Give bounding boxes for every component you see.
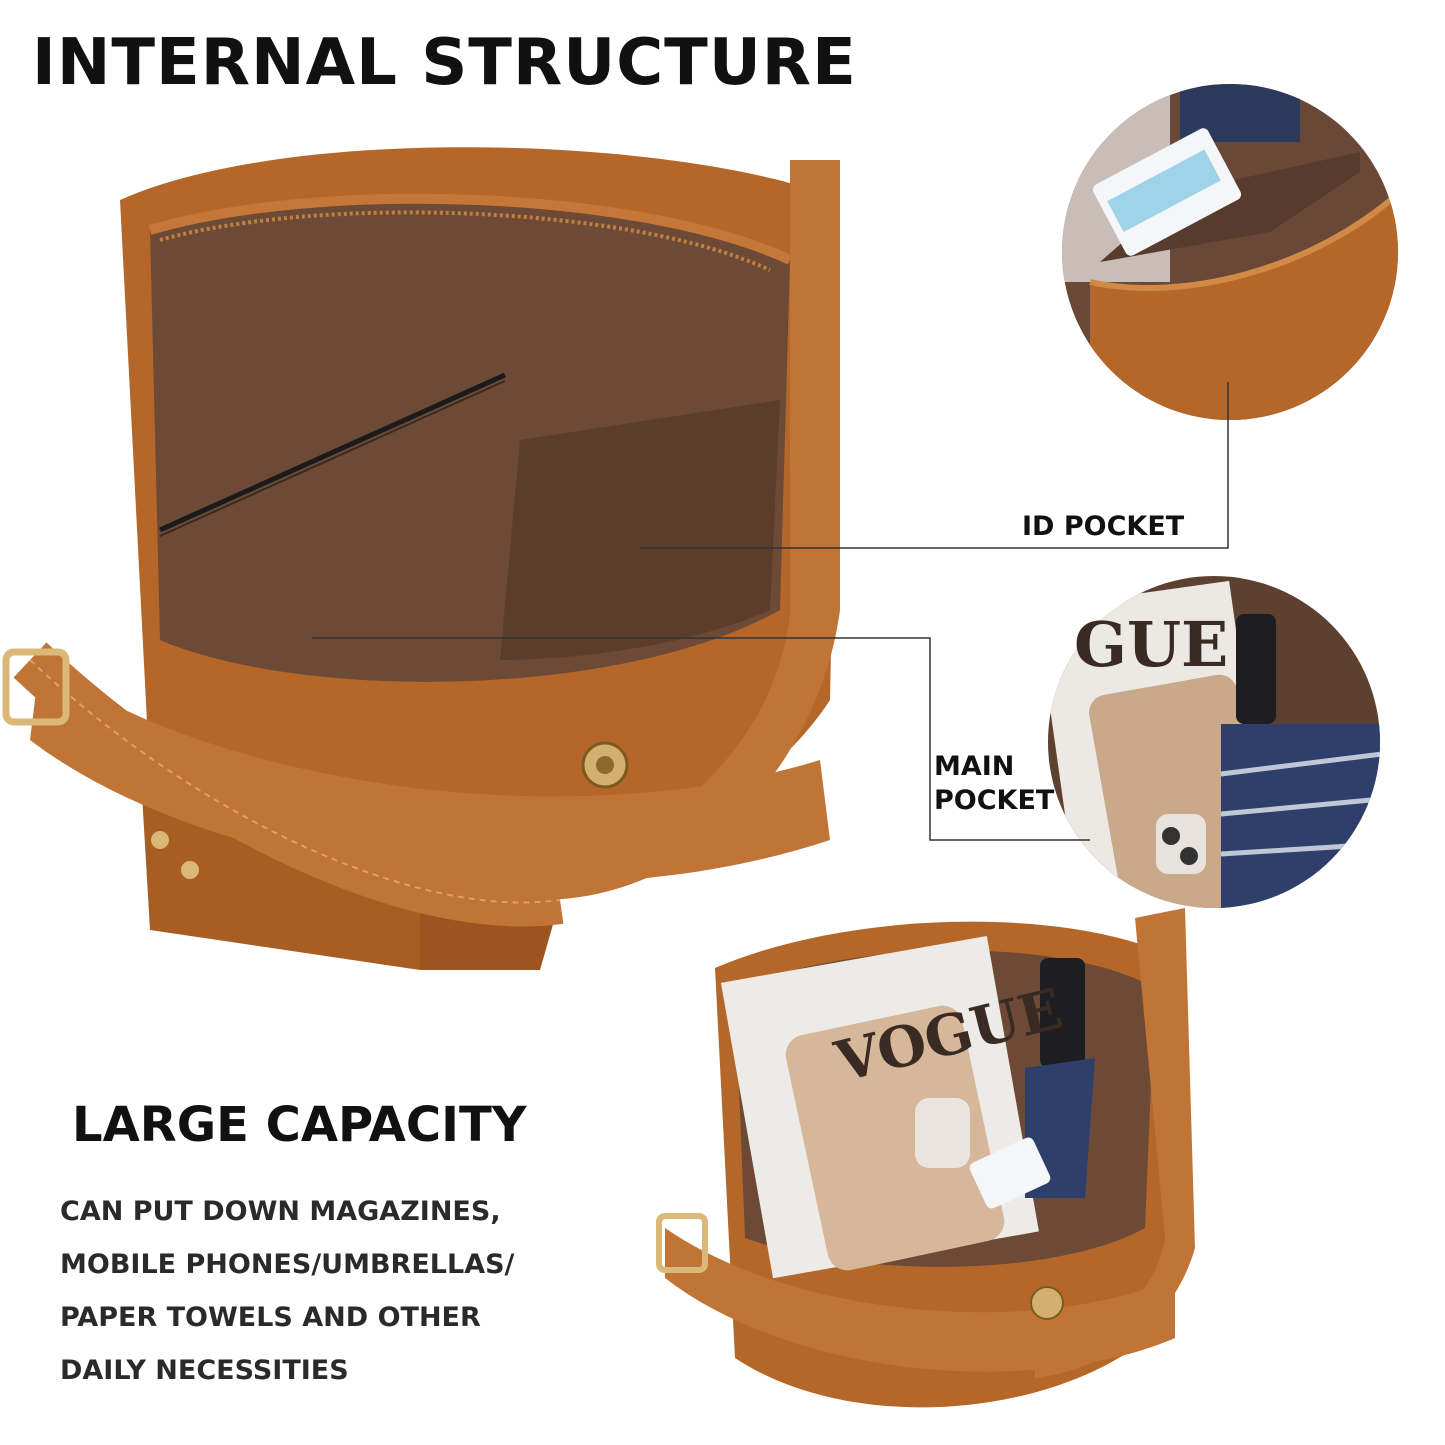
main-pocket-label: MAIN POCKET <box>934 750 1054 818</box>
main-pocket-label-line-1: MAIN <box>934 751 1015 782</box>
main-pocket-zoom-photo: GUE <box>1048 576 1380 908</box>
filled-bag-photo: VOGUE <box>656 908 1195 1408</box>
capacity-heading: LARGE CAPACITY <box>72 1097 527 1153</box>
magazine-cover-text: GUE <box>1074 608 1228 681</box>
capacity-description: CAN PUT DOWN MAGAZINES, MOBILE PHONES/UM… <box>60 1185 514 1397</box>
page-title: INTERNAL STRUCTURE <box>32 26 857 100</box>
main-bag-photo <box>2 147 840 970</box>
id-pocket-label: ID POCKET <box>1022 511 1185 542</box>
id-pocket-zoom-photo <box>1062 84 1398 420</box>
capacity-line-2: MOBILE PHONES/UMBRELLAS/ <box>60 1249 515 1280</box>
capacity-line-1: CAN PUT DOWN MAGAZINES, <box>60 1196 501 1227</box>
capacity-line-3: PAPER TOWELS AND OTHER <box>60 1302 481 1333</box>
main-pocket-label-line-2: POCKET <box>934 784 1055 816</box>
capacity-line-4: DAILY NECESSITIES <box>60 1355 349 1386</box>
